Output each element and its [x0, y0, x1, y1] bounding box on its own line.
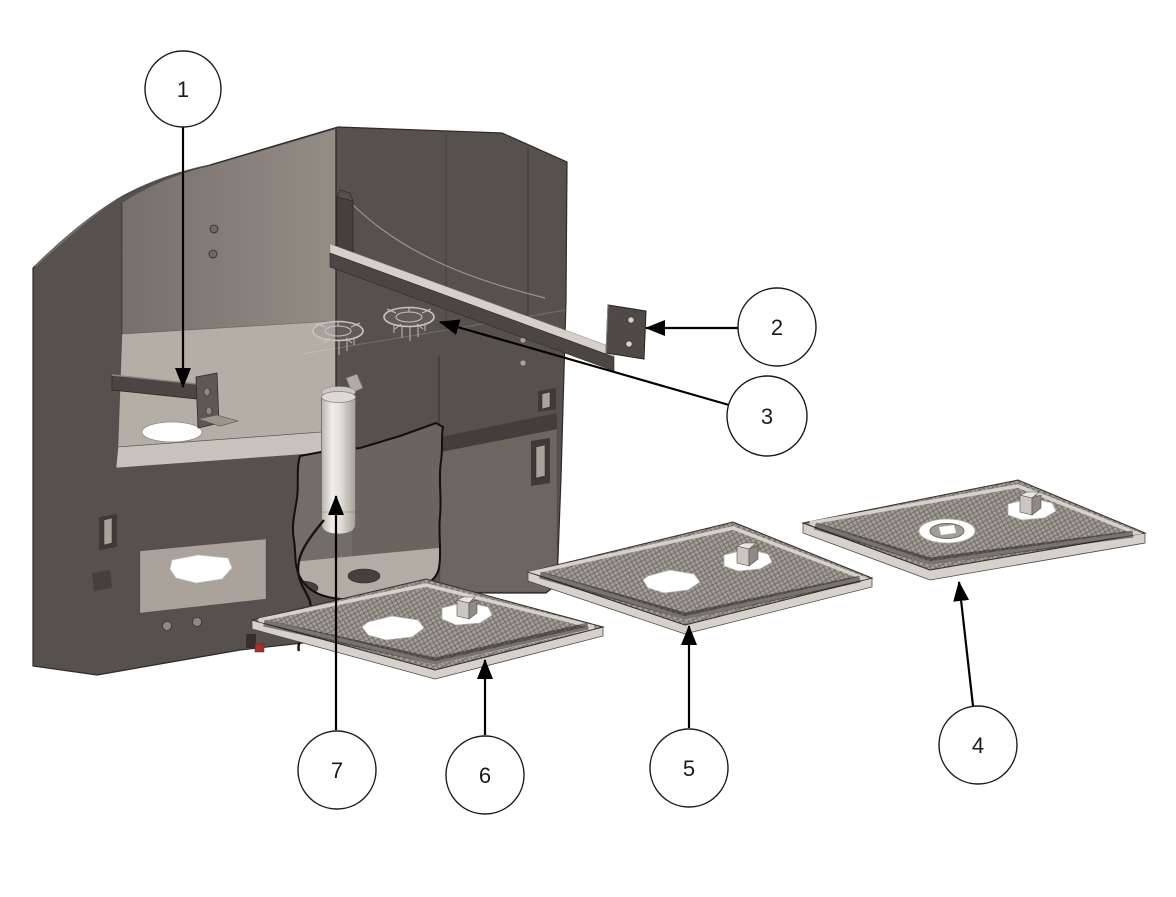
callout-balloon-1: 1 [144, 50, 222, 128]
cooking-grate-part-4 [801, 479, 1147, 581]
support-rail-part-2 [329, 189, 647, 372]
callout-balloons: 1 2 3 4 5 6 7 [144, 50, 1018, 815]
callout-label-2: 2 [771, 315, 783, 340]
side-latch-strap [103, 517, 113, 546]
callout-label-4: 4 [972, 733, 984, 758]
wall-bolt [209, 224, 219, 234]
lower-cabinet [92, 356, 558, 631]
callout-label-5: 5 [683, 756, 695, 781]
callout-arrows [175, 127, 975, 735]
callout-balloon-5: 5 [649, 728, 729, 808]
panel-screw [520, 360, 526, 366]
igniter-cylinder-part-7 [246, 373, 364, 653]
wire-clip [246, 634, 256, 648]
callout-balloon-6: 6 [445, 735, 525, 815]
arrow-3 [439, 319, 730, 407]
front-screw [192, 617, 202, 627]
callout-balloon-2: 2 [737, 287, 817, 367]
panel-screw [520, 337, 526, 343]
back-panel-crease [349, 201, 546, 299]
left-chamber-back-wall [122, 129, 336, 334]
callout-balloon-7: 7 [297, 730, 377, 810]
grate-handle-tab [736, 542, 759, 567]
appliance-body [32, 126, 647, 676]
grate-burner-hole [361, 615, 425, 641]
cabinet-bottom-rail [440, 413, 557, 452]
callout-label-3: 3 [761, 404, 773, 429]
front-screw [162, 621, 172, 631]
grate-shadow-band [813, 522, 1134, 565]
callout-label-6: 6 [479, 763, 491, 788]
grate-shadow-band [263, 619, 589, 665]
right-latch-lower-strap [535, 444, 546, 479]
callout-balloon-4: 4 [938, 705, 1018, 785]
wire-connector-red [254, 643, 265, 653]
arrow-4 [953, 581, 975, 707]
rail-bolt-hole [627, 316, 635, 324]
right-latch-upper-strap [541, 391, 551, 410]
callout-balloon-3: 3 [726, 375, 808, 457]
cylinder-body [321, 396, 356, 535]
base-shelf-hole [169, 554, 233, 584]
floor-burner-hole [141, 421, 203, 443]
right-chamber [301, 135, 647, 372]
burner-jet-right [383, 306, 435, 341]
burner-mount-hole [347, 568, 381, 584]
callout-label-7: 7 [331, 758, 343, 783]
wall-bolt [208, 249, 218, 259]
rail-bolt-hole [625, 340, 633, 348]
grate-shadow-band [539, 571, 861, 620]
grate-ring-hole [918, 518, 976, 544]
left-chamber [111, 129, 337, 469]
cooking-grate-part-6 [251, 578, 605, 680]
grate-handle-tab [456, 596, 478, 620]
callout-label-1: 1 [177, 77, 189, 102]
grate-burner-hole [642, 569, 701, 594]
side-bracket [92, 570, 112, 591]
burner-jets-part-3 [312, 306, 435, 355]
burner-jet-left [312, 320, 364, 355]
grate-handle-tab [1019, 491, 1042, 516]
